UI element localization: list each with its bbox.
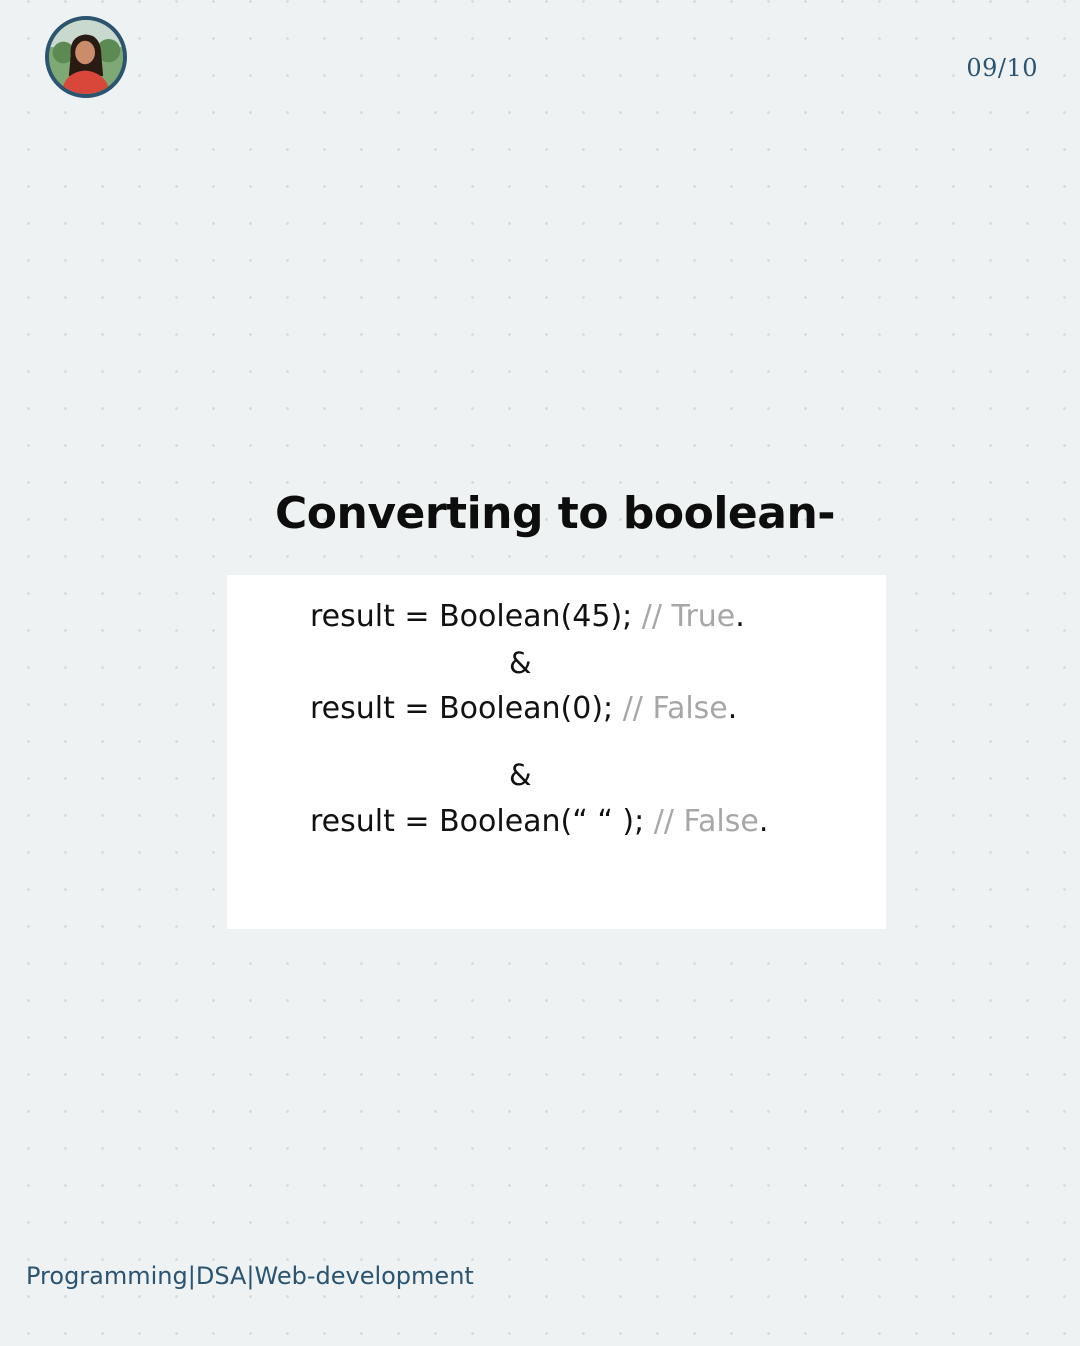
code-card: result = Boolean(45); // True. & result … <box>227 575 886 929</box>
page-counter: 09/10 <box>966 54 1038 82</box>
code-line: result = Boolean(0); // False. <box>310 694 737 724</box>
separator-ampersand: & <box>509 758 532 792</box>
separator-ampersand: & <box>509 646 532 680</box>
profile-avatar <box>45 16 127 98</box>
footer-tagline: Programming|DSA|Web-development <box>26 1262 474 1290</box>
code-period: . <box>727 691 738 726</box>
code-line: result = Boolean(45); // True. <box>310 602 745 632</box>
slide-title: Converting to boolean- <box>274 488 836 539</box>
code-period: . <box>735 599 745 634</box>
profile-photo <box>49 20 123 94</box>
code-line: result = Boolean(“ “ ); // False. <box>310 807 768 837</box>
code-text: result = Boolean(0); <box>310 691 623 726</box>
code-text: result = Boolean(45); <box>310 599 642 634</box>
code-period: . <box>758 804 769 839</box>
code-comment: // True <box>641 599 736 634</box>
code-text: result = Boolean(“ “ ); <box>310 804 654 839</box>
code-comment: // False <box>622 691 728 726</box>
code-comment: // False <box>653 804 759 839</box>
